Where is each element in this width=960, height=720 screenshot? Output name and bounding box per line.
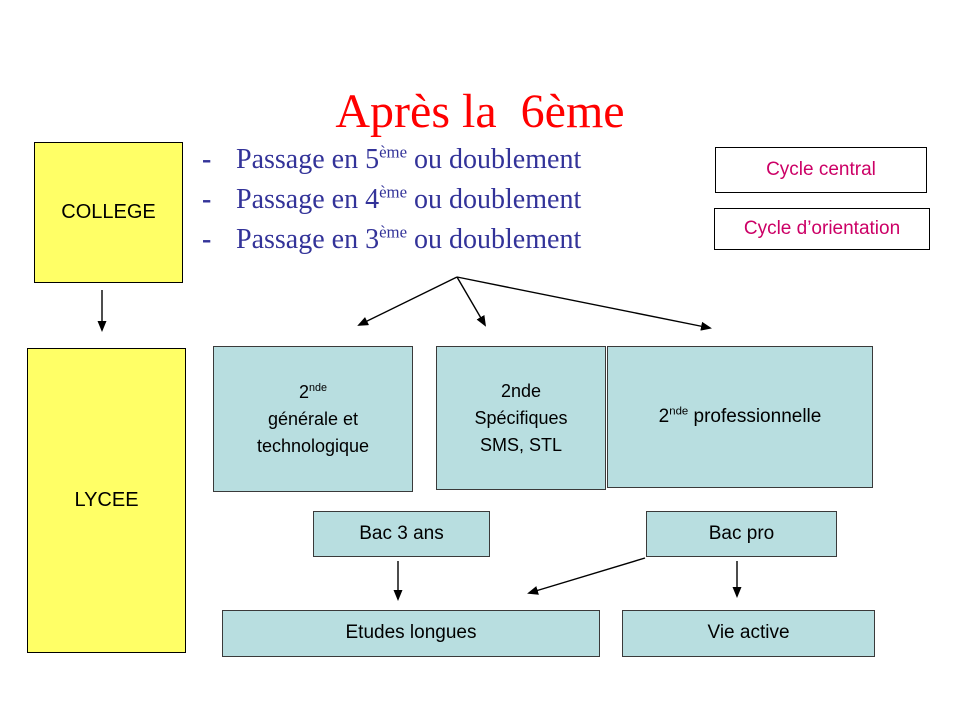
arrow-fan-left <box>357 276 458 326</box>
college-box: COLLEGE <box>34 142 183 283</box>
legend-cycle-central-box: Cycle central <box>715 147 927 193</box>
bullet-text: Passage en 5ème ou doublement <box>236 142 582 175</box>
arrow-fan-middle <box>456 276 487 327</box>
arrow-fan-right <box>456 276 712 331</box>
arrow-bacpro-to-etudes <box>527 557 646 595</box>
legend-cycle-orientation-box: Cycle d’orientation <box>714 208 930 250</box>
seconde-specifiques-box: 2nde Spécifiques SMS, STL <box>436 346 606 490</box>
slide-title: Après la 6ème <box>335 85 625 138</box>
bullet-text: Passage en 4ème ou doublement <box>236 182 582 215</box>
bullet-item-5eme: - Passage en 5ème ou doublement <box>202 140 581 180</box>
bullet-dash: - <box>202 144 212 175</box>
etudes-longues-box: Etudes longues <box>222 610 600 657</box>
bullet-item-4eme: - Passage en 4ème ou doublement <box>202 180 581 220</box>
bullet-text: Passage en 3ème ou doublement <box>236 222 582 255</box>
bullet-item-3eme: - Passage en 3ème ou doublement <box>202 220 581 260</box>
bac-3-ans-box: Bac 3 ans <box>313 511 490 557</box>
bullet-list: - Passage en 5ème ou doublement - Passag… <box>202 140 581 260</box>
seconde-generale-technologique-box: 2nde générale et technologique <box>213 346 413 492</box>
bullet-dash: - <box>202 224 212 255</box>
seconde-professionnelle-box: 2nde professionnelle <box>607 346 873 488</box>
bac-pro-box: Bac pro <box>646 511 837 557</box>
bullet-dash: - <box>202 184 212 215</box>
vie-active-box: Vie active <box>622 610 875 657</box>
lycee-box: LYCEE <box>27 348 186 653</box>
